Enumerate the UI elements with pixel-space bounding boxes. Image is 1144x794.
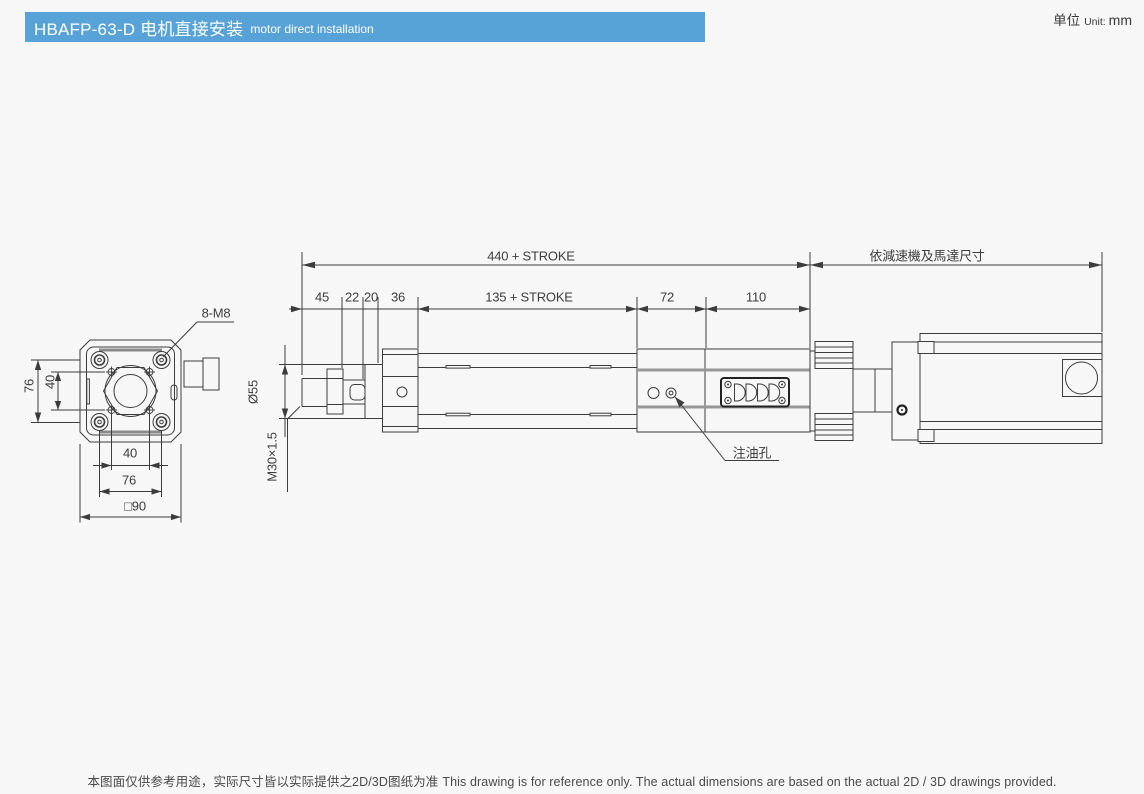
side-slot xyxy=(170,384,178,401)
motor-connector-box xyxy=(1062,359,1103,397)
dimension-annotations xyxy=(281,252,1103,492)
thread-leader xyxy=(287,406,301,492)
unit-label-en: Unit: xyxy=(1084,16,1106,28)
rod-nut-hex xyxy=(102,367,159,415)
bolt-callout-leader xyxy=(162,321,234,358)
rod-bore xyxy=(113,374,148,408)
dim-chain-45: 45 xyxy=(314,289,330,305)
rear-housing-block xyxy=(636,348,811,433)
dim-outline-90: □90 xyxy=(124,498,146,514)
dim-flange-height-76: 76 xyxy=(21,378,37,394)
side-view-actuator xyxy=(279,333,1103,444)
page-title: HBAFP-63-D 电机直接安装 xyxy=(34,19,244,39)
cylinder-tube xyxy=(417,353,638,429)
vent-hole xyxy=(647,387,660,399)
motor-mount-plate xyxy=(891,341,921,441)
oil-hole-label: 注油孔 xyxy=(732,445,772,461)
coupling-housing xyxy=(852,368,893,413)
unit-value: mm xyxy=(1108,12,1132,28)
dim-chain-22: 22 xyxy=(344,289,360,305)
dim-inner-width-40: 40 xyxy=(122,445,138,461)
motor-connector-circle xyxy=(1065,361,1098,395)
dim-motor-side: 依減速機及馬達尺寸 xyxy=(869,248,985,264)
connector-neck xyxy=(183,360,204,388)
mounting-bolts xyxy=(90,351,171,431)
dim-chain-20: 20 xyxy=(363,289,379,305)
unit-note: 单位 Unit: mm xyxy=(1053,9,1132,29)
dim-chain-72: 72 xyxy=(659,289,675,305)
dim-flange-width-76: 76 xyxy=(121,472,137,488)
title-bar: HBAFP-63-D 电机直接安装 motor direct installat… xyxy=(25,12,705,42)
dim-rod-boss-diameter: Ø55 xyxy=(245,380,261,404)
flange-outline xyxy=(79,339,182,443)
dim-inner-height-40: 40 xyxy=(42,374,58,390)
end-view-flange xyxy=(31,321,234,523)
flange-port-hole xyxy=(396,386,408,398)
piston-rod xyxy=(301,378,330,407)
dim-chain-110: 110 xyxy=(745,289,767,305)
flange-inner-square xyxy=(86,346,175,436)
reference-note-cn: 本图面仅供参考用途，实际尺寸皆以实际提供之2D/3D图纸为准 xyxy=(87,775,439,789)
dim-total-length: 440 + STROKE xyxy=(487,248,575,264)
dim-8-M8: 8-M8 xyxy=(201,305,231,321)
end-view-dims xyxy=(31,359,182,523)
rod-lock-nut xyxy=(326,368,344,415)
sensor-grille xyxy=(720,377,790,408)
front-boss xyxy=(364,364,384,419)
front-boss-circle xyxy=(104,365,157,417)
front-flange-block xyxy=(382,348,419,433)
motor-adapter-clamp xyxy=(809,341,854,441)
motor-body xyxy=(917,333,1103,444)
page-title-en: motor direct installation xyxy=(250,21,374,36)
oil-fill-hole xyxy=(665,387,677,399)
dim-chain-135-stroke: 135 + STROKE xyxy=(485,289,573,305)
rod-end-collar xyxy=(342,379,366,405)
unit-label-cn: 单位 xyxy=(1053,13,1081,28)
tapped-holes xyxy=(106,366,155,416)
dim-chain-36: 36 xyxy=(390,289,406,305)
oil-hole-leader xyxy=(674,396,779,461)
reference-note-en: This drawing is for reference only. The … xyxy=(442,775,1057,789)
connector-body xyxy=(202,357,220,391)
dim-rod-thread: M30×1.5 xyxy=(264,432,280,482)
